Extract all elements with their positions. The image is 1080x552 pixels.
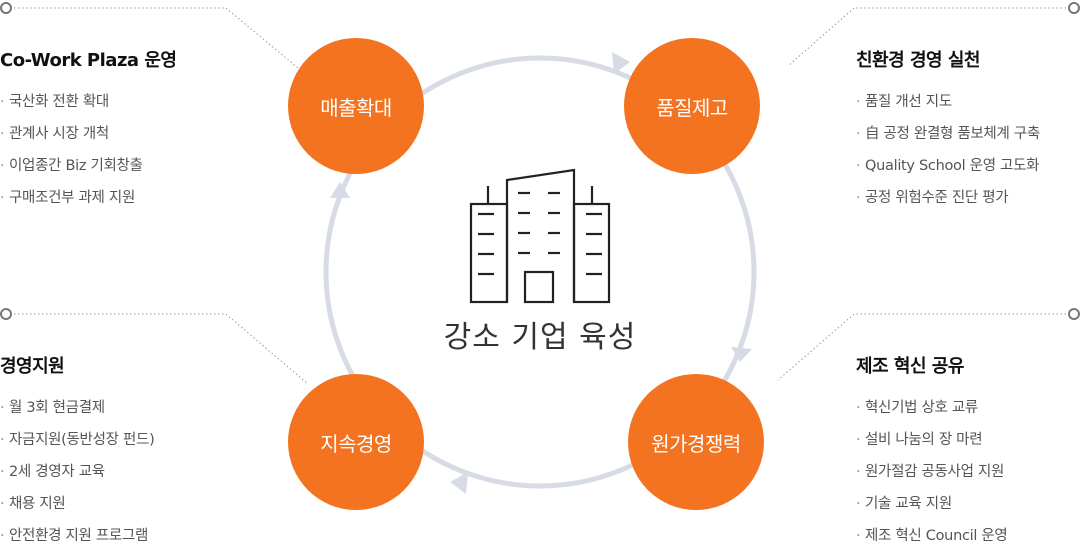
cycle-node-cost: 원가경쟁력 (628, 374, 764, 510)
connector-top-left (10, 7, 299, 69)
list-item: ·관계사 시장 개척 (0, 126, 109, 142)
panel-bottom-left: 경영지원 ·월 3회 현금결제 ·자금지원(동반성장 펀드) ·2세 경영자 교… (0, 352, 240, 552)
list-item: ·공정 위험수준 진단 평가 (856, 190, 1009, 206)
list-item: ·구매조건부 과제 지원 (0, 190, 135, 206)
panel-title: 제조 혁신 공유 (856, 356, 964, 377)
list-item: ·채용 지원 (0, 496, 66, 512)
cycle-node-quality: 품질제고 (624, 38, 760, 174)
connector-end-dot (1068, 308, 1080, 320)
arrow-head-left (330, 182, 350, 198)
panel-bottom-right: 제조 혁신 공유 ·혁신기법 상호 교류 ·설비 나눔의 장 마련 ·원가절감 … (856, 352, 1080, 552)
list-item: ·자금지원(동반성장 펀드) (0, 432, 155, 448)
arrow-head-bottom (450, 472, 468, 494)
panel-title: Co-Work Plaza 운영 (0, 50, 177, 71)
panel-list: ·월 3회 현금결제 ·자금지원(동반성장 펀드) ·2세 경영자 교육 ·채용… (0, 392, 240, 552)
cycle-node-label: 지속경영 (320, 431, 392, 456)
connector-bottom-right (777, 313, 1070, 381)
list-item: ·혁신기법 상호 교류 (856, 400, 978, 416)
list-item: ·Quality School 운영 고도화 (856, 158, 1040, 174)
list-item: ·국산화 전환 확대 (0, 94, 109, 110)
arrow-head-top (612, 52, 630, 74)
cycle-node-label: 품질제고 (656, 95, 728, 120)
center-title: 강소 기업 육성 (443, 320, 637, 355)
list-item: ·월 3회 현금결제 (0, 400, 105, 416)
connector-end-dot (0, 2, 12, 14)
panel-list: ·혁신기법 상호 교류 ·설비 나눔의 장 마련 ·원가절감 공동사업 지원 ·… (856, 392, 1080, 552)
list-item: ·自 공정 완결형 품보체계 구축 (856, 126, 1040, 142)
panel-top-right: 친환경 경영 실천 ·품질 개선 지도 ·自 공정 완결형 품보체계 구축 ·Q… (856, 46, 1080, 214)
building-icon (469, 168, 611, 304)
list-item: ·설비 나눔의 장 마련 (856, 432, 983, 448)
list-item: ·기술 교육 지원 (856, 496, 952, 512)
list-item: ·2세 경영자 교육 (0, 464, 105, 480)
list-item: ·안전환경 지원 프로그램 (0, 528, 149, 544)
cycle-node-sales: 매출확대 (288, 38, 424, 174)
cycle-node-sustain: 지속경영 (288, 374, 424, 510)
panel-title: 경영지원 (0, 356, 65, 377)
connector-end-dot (1068, 2, 1080, 14)
list-item: ·원가절감 공동사업 지원 (856, 464, 1005, 480)
panel-top-left: Co-Work Plaza 운영 ·국산화 전환 확대 ·관계사 시장 개척 ·… (0, 46, 240, 214)
cycle-node-label: 매출확대 (320, 95, 392, 120)
list-item: ·품질 개선 지도 (856, 94, 952, 110)
cycle-ring (323, 55, 757, 489)
panel-list: ·국산화 전환 확대 ·관계사 시장 개척 ·이업종간 Biz 기회창출 ·구매… (0, 86, 240, 214)
panel-list: ·품질 개선 지도 ·自 공정 완결형 품보체계 구축 ·Quality Sch… (856, 86, 1080, 214)
arrow-head-right (731, 347, 752, 362)
connector-top-right (787, 7, 1070, 67)
list-item: ·이업종간 Biz 기회창출 (0, 158, 143, 174)
list-item: ·제조 혁신 Council 운영 (856, 528, 1008, 544)
connector-end-dot (0, 308, 12, 320)
connector-bottom-left (10, 313, 309, 385)
panel-title: 친환경 경영 실천 (856, 50, 980, 71)
cycle-node-label: 원가경쟁력 (651, 431, 741, 456)
